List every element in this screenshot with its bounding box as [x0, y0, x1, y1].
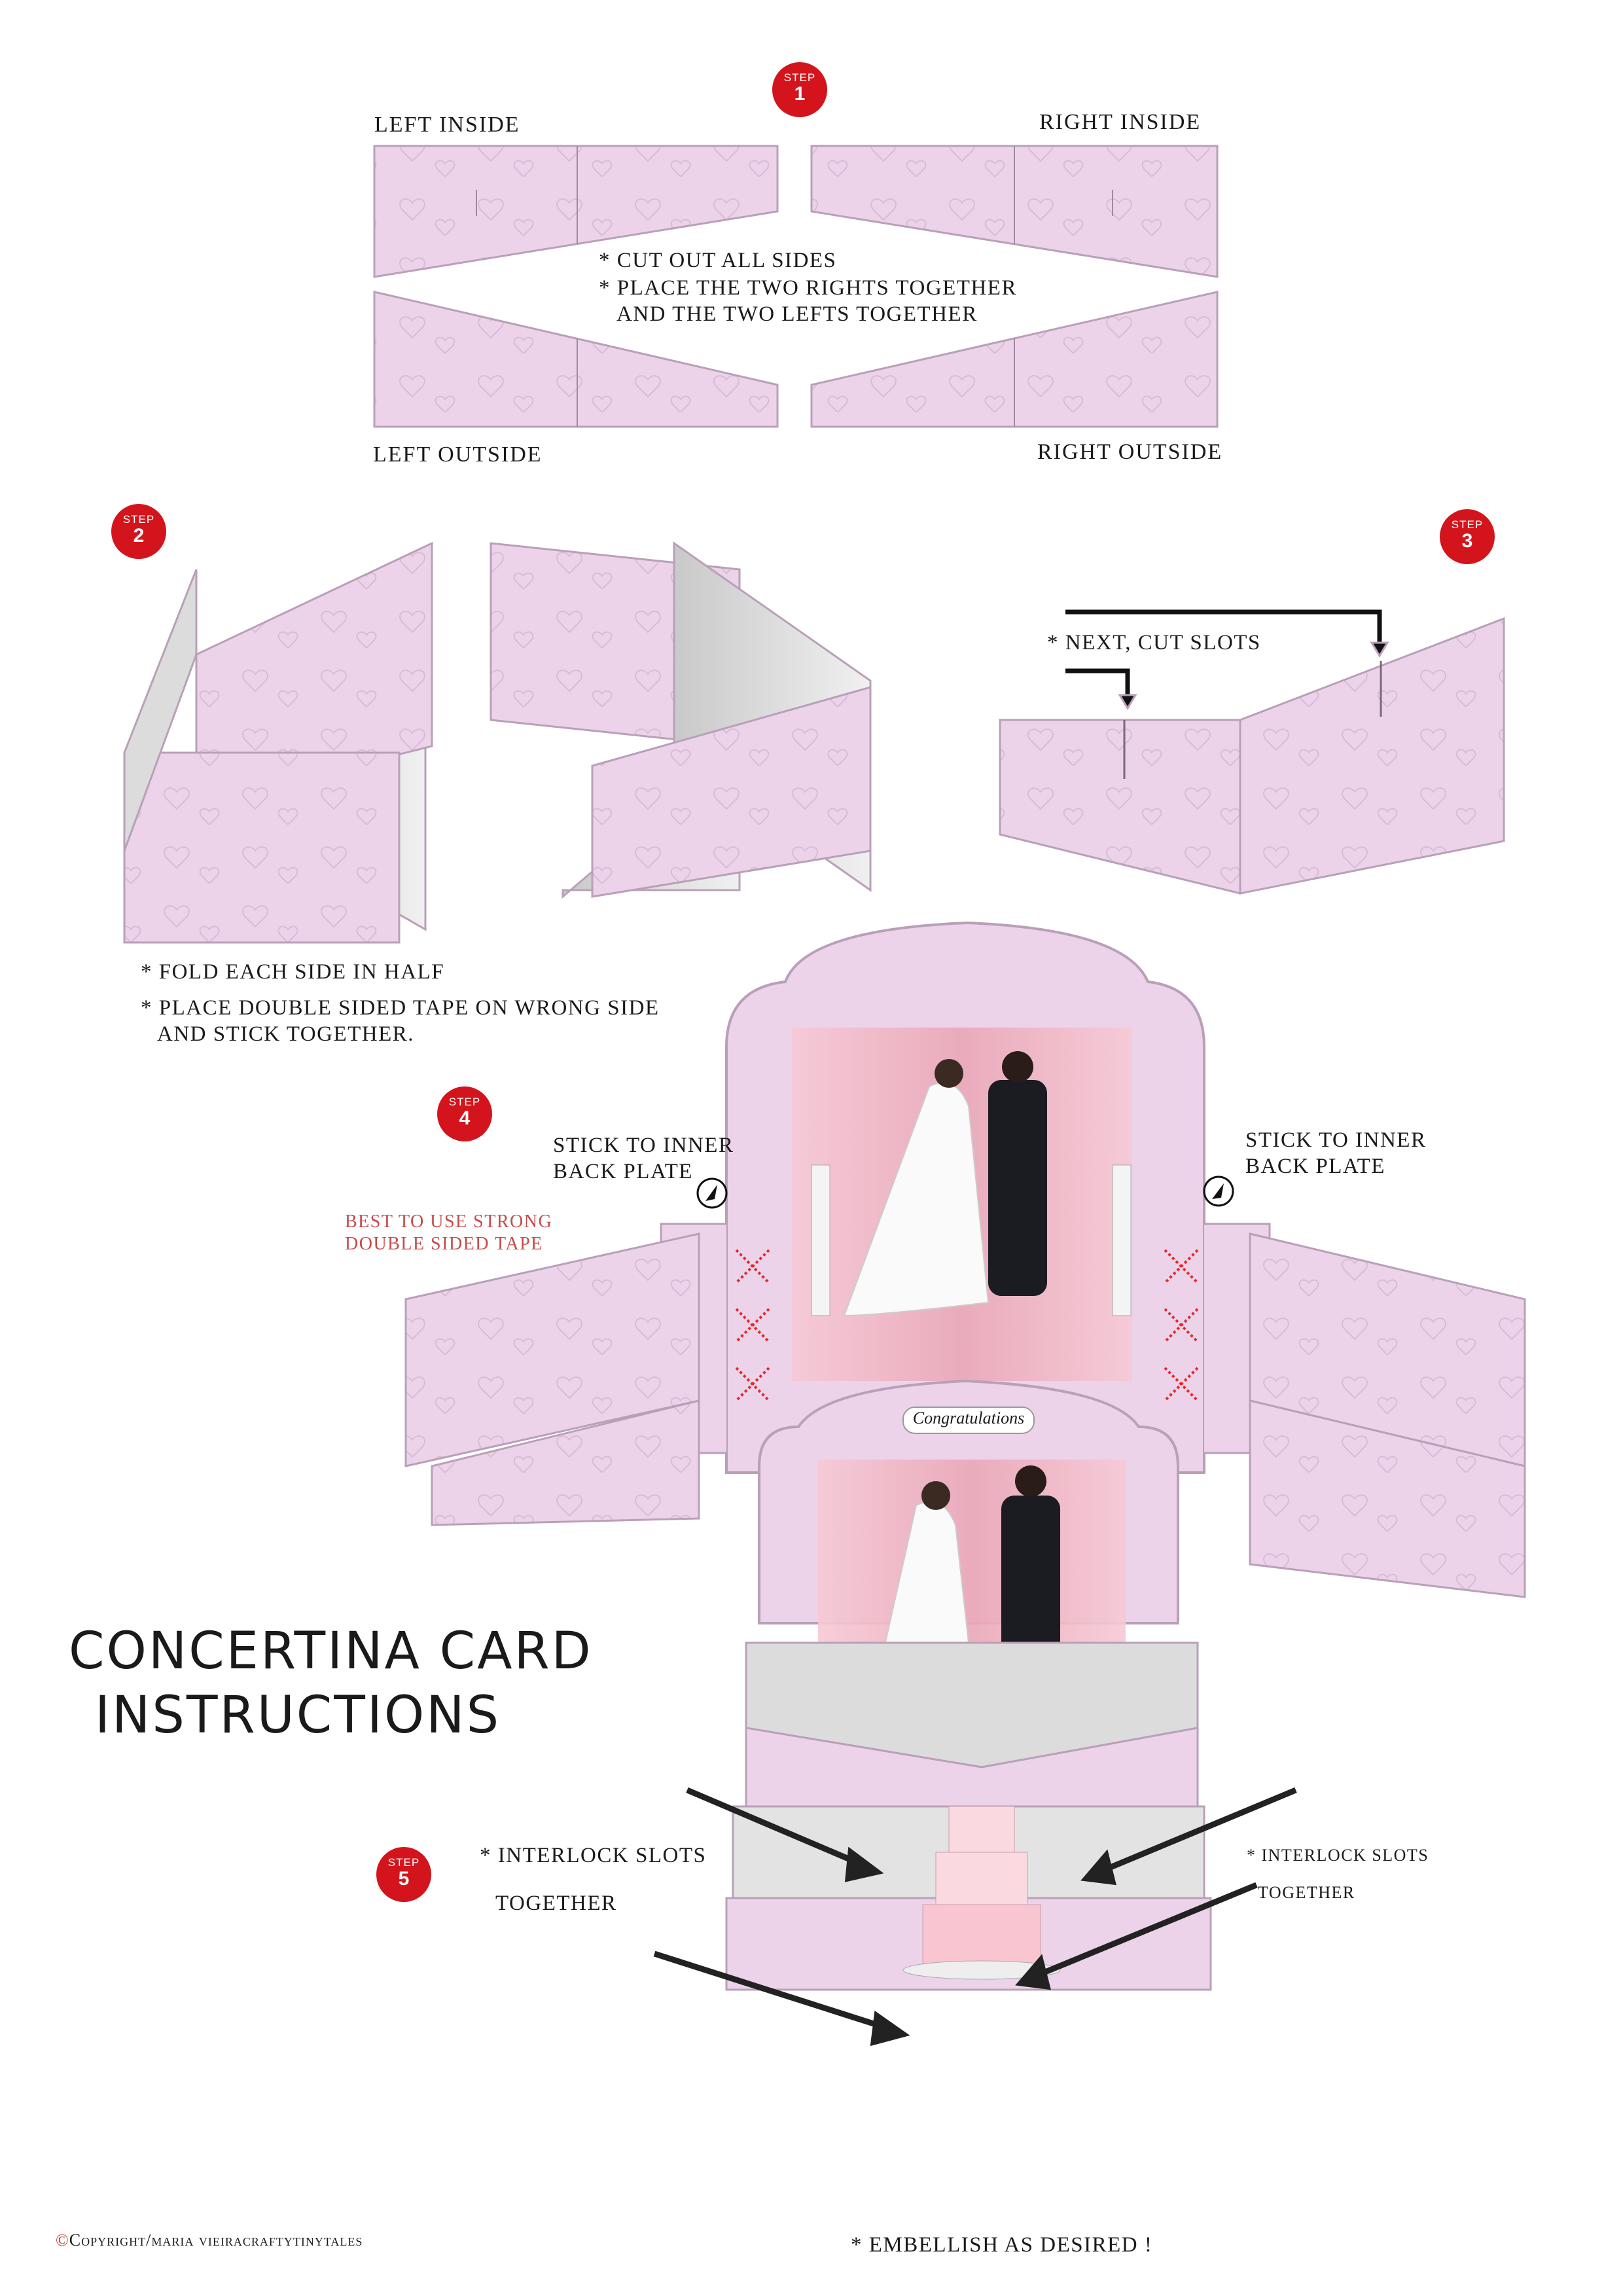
step-word: STEP: [387, 1856, 420, 1869]
tape-tip-line2: DOUBLE SIDED TAPE: [345, 1234, 543, 1254]
step2-note-tape-cont: AND STICK TOGETHER.: [157, 1022, 415, 1046]
embellish-note: * EMBELLISH AS DESIRED !: [851, 2233, 1153, 2257]
step4-right-stick-label: STICK TO INNER: [1245, 1128, 1427, 1152]
step-word: STEP: [122, 513, 155, 526]
step-2-badge: STEP 2: [111, 504, 166, 559]
step1-note-cut: * CUT OUT ALL SIDES: [599, 249, 837, 272]
right-inside-label: RIGHT INSIDE: [1039, 110, 1202, 134]
step-number: 5: [398, 1868, 410, 1890]
tape-tip-line1: BEST TO USE STRONG: [345, 1211, 553, 1232]
step-word: STEP: [448, 1096, 481, 1108]
copyright-symbol: ©: [56, 2231, 69, 2250]
left-outside-strip: [373, 291, 779, 428]
step-1-badge: STEP 1: [772, 62, 827, 117]
step5-assembled-card: [725, 1379, 1212, 1991]
congratulations-banner: [902, 1407, 1035, 1434]
step4-side-pieces: [404, 1232, 1526, 1598]
step1-note-place: * PLACE THE TWO RIGHTS TOGETHER: [599, 276, 1017, 300]
step4-left-stick-label: STICK TO INNER: [553, 1134, 734, 1157]
step4-right-back-plate-label: BACK PLATE: [1245, 1155, 1385, 1178]
right-outside-label: RIGHT OUTSIDE: [1037, 440, 1223, 464]
left-outside-label: LEFT OUTSIDE: [373, 442, 543, 467]
page-subtitle: Instructions: [95, 1686, 501, 1745]
step2-note-tape: * PLACE DOUBLE SIDED TAPE ON WRONG SIDE: [141, 996, 660, 1020]
step5-left-note-cont: TOGETHER: [495, 1892, 617, 1915]
step5-left-note: * INTERLOCK SLOTS: [480, 1844, 707, 1867]
step5-right-note-cont: TOGETHER: [1258, 1883, 1355, 1902]
congratulations-text: Congratulations: [912, 1408, 1025, 1427]
step-number: 3: [1461, 530, 1473, 552]
step-3-badge: STEP 3: [1440, 509, 1495, 564]
step3-note-slots: * NEXT, CUT SLOTS: [1047, 631, 1261, 655]
step1-note-place-cont: AND THE TWO LEFTS TOGETHER: [616, 302, 978, 326]
step-4-badge: STEP 4: [437, 1086, 492, 1141]
step-number: 2: [133, 525, 145, 547]
copyright-text: Copyright/maria vieiracraftytinytales: [69, 2231, 363, 2250]
left-inside-label: LEFT INSIDE: [374, 113, 520, 137]
step1-strips: [373, 145, 1219, 428]
step5-right-note: * INTERLOCK SLOTS: [1247, 1846, 1429, 1865]
step-word: STEP: [783, 71, 816, 84]
step-5-badge: STEP 5: [376, 1847, 431, 1902]
step-number: 1: [794, 83, 806, 105]
left-inside-strip: [373, 145, 779, 278]
step4-left-back-plate-label: BACK PLATE: [553, 1160, 693, 1183]
page-title: Concertina Card: [69, 1622, 593, 1681]
step-word: STEP: [1451, 518, 1484, 531]
step5-arrows: [653, 1787, 1297, 2047]
step4-arch-plate: [660, 921, 1271, 1474]
step-number: 4: [459, 1107, 471, 1129]
step3-slotted-piece: [999, 609, 1505, 895]
step2-folded-pieces: [123, 541, 872, 944]
step2-note-fold: * FOLD EACH SIDE IN HALF: [141, 960, 445, 984]
copyright-line: ©Copyright/maria vieiracraftytinytales: [56, 2231, 363, 2250]
